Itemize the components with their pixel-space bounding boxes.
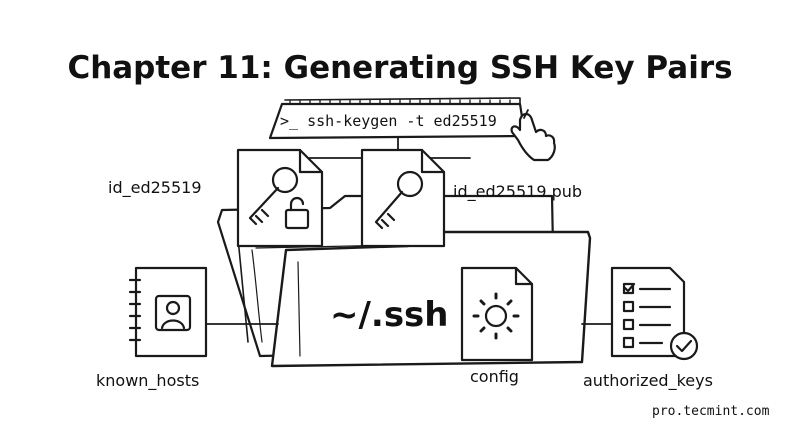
private-key-label: id_ed25519 [108, 178, 202, 197]
config-label: config [470, 367, 519, 386]
known-hosts-label: known_hosts [96, 371, 200, 390]
ssh-directory-label: ~/.ssh [330, 295, 449, 335]
authorized-keys-label: authorized_keys [583, 371, 713, 390]
diagram-title: Chapter 11: Generating SSH Key Pairs [67, 50, 733, 86]
pointing-hand-icon [510, 109, 556, 162]
gear-file-icon [460, 266, 534, 362]
key-file-icon [360, 148, 446, 248]
source-watermark: pro.tecmint.com [652, 404, 770, 419]
checklist-icon [610, 266, 699, 361]
keygen-command: >_ ssh-keygen -t ed25519 [280, 112, 497, 130]
address-book-icon [128, 266, 208, 358]
key-file-with-padlock-icon [236, 148, 324, 248]
public-key-label: id_ed25519.pub [453, 182, 583, 201]
